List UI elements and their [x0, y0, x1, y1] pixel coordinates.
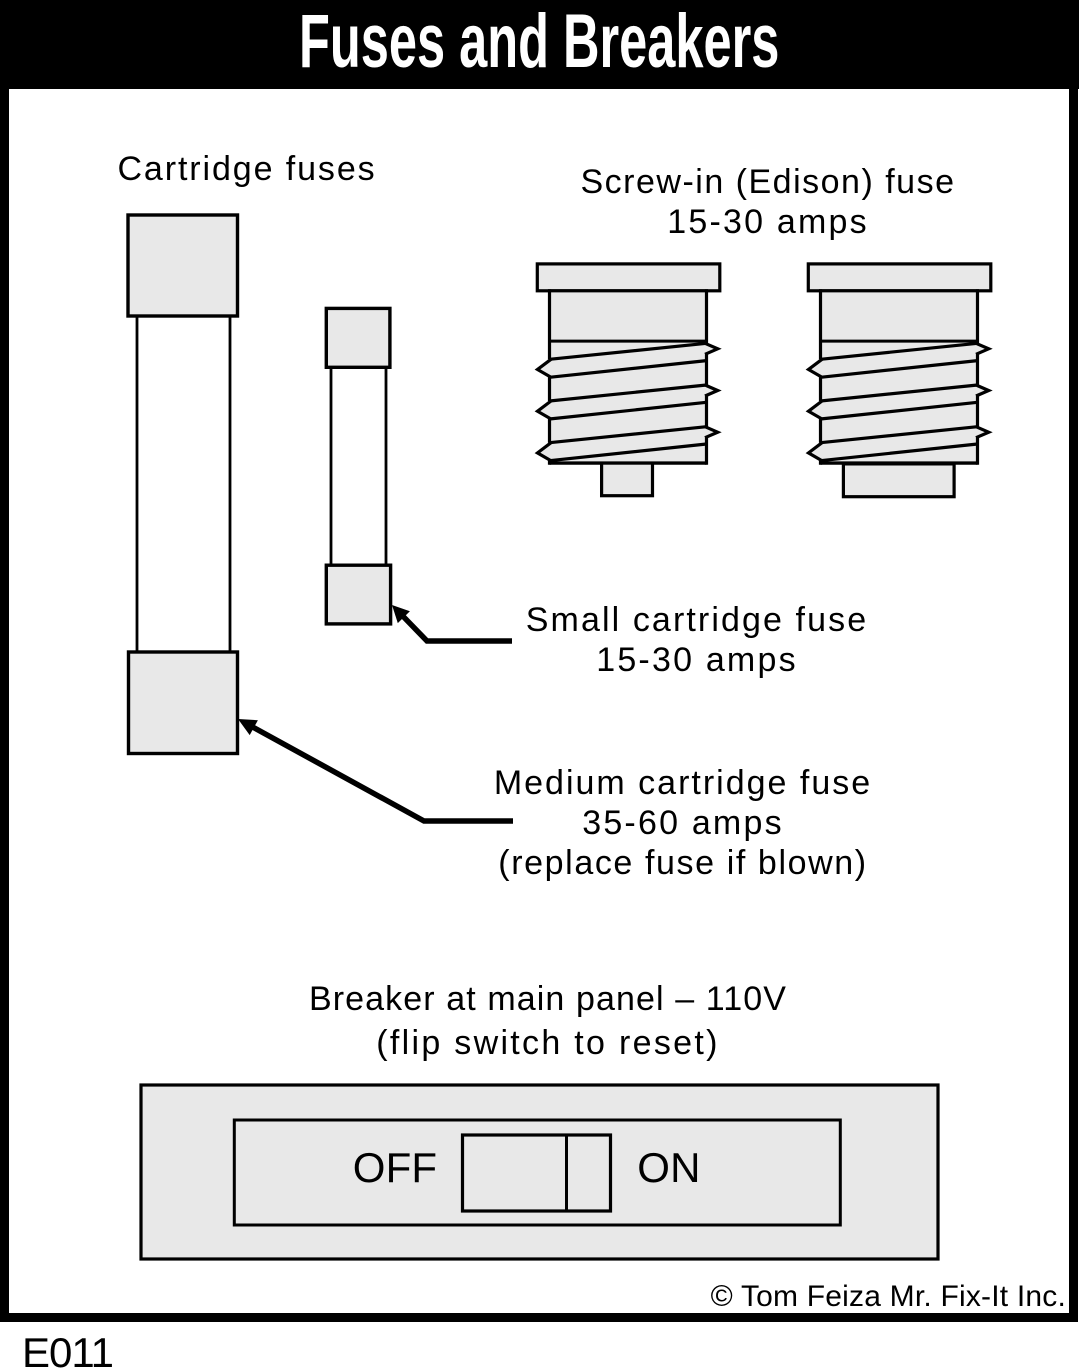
- small-cartridge-fuse: [324, 306, 393, 626]
- medium-cartridge-fuse-label: Medium cartridge fuse 35-60 amps (replac…: [493, 764, 873, 882]
- page-title: Fuses and Breakers: [299, 0, 780, 84]
- breaker-panel: [139, 1083, 940, 1261]
- large-fuse-bottom-cap: [126, 650, 240, 756]
- breaker-label: Breaker at main panel – 110V (flip switc…: [308, 980, 788, 1062]
- small-fuse-tube: [329, 361, 388, 570]
- screw-fuse-left-contact: [599, 461, 655, 498]
- screw-in-fuse-left: [535, 262, 722, 498]
- screw-in-fuse-label: Screw-in (Edison) fuse 15-30 amps: [580, 163, 956, 241]
- title-banner: Fuses and Breakers: [0, 0, 1079, 89]
- screw-in-fuse-right: [806, 262, 993, 499]
- cartridge-fuses-label: Cartridge fuses: [117, 150, 377, 188]
- small-cartridge-fuse-label: Small cartridge fuse 15-30 amps: [525, 601, 869, 679]
- small-fuse-top-cap: [324, 306, 392, 369]
- medium-fuse-arrow: [238, 719, 513, 824]
- small-fuse-arrow: [392, 605, 512, 644]
- switch-on-label: ON: [637, 1144, 701, 1191]
- large-cartridge-fuse: [126, 213, 240, 756]
- copyright-notice: © Tom Feiza Mr. Fix-It Inc.: [710, 1280, 1066, 1313]
- figure-id: E011: [22, 1329, 114, 1372]
- switch-off-label: OFF: [352, 1144, 438, 1191]
- breaker-switch: [460, 1133, 613, 1213]
- large-fuse-top-cap: [126, 213, 240, 318]
- large-fuse-tube: [135, 310, 232, 657]
- screw-fuse-right-contact: [841, 462, 956, 499]
- small-fuse-bottom-cap: [324, 563, 393, 626]
- breaker-inner-box: [232, 1118, 842, 1227]
